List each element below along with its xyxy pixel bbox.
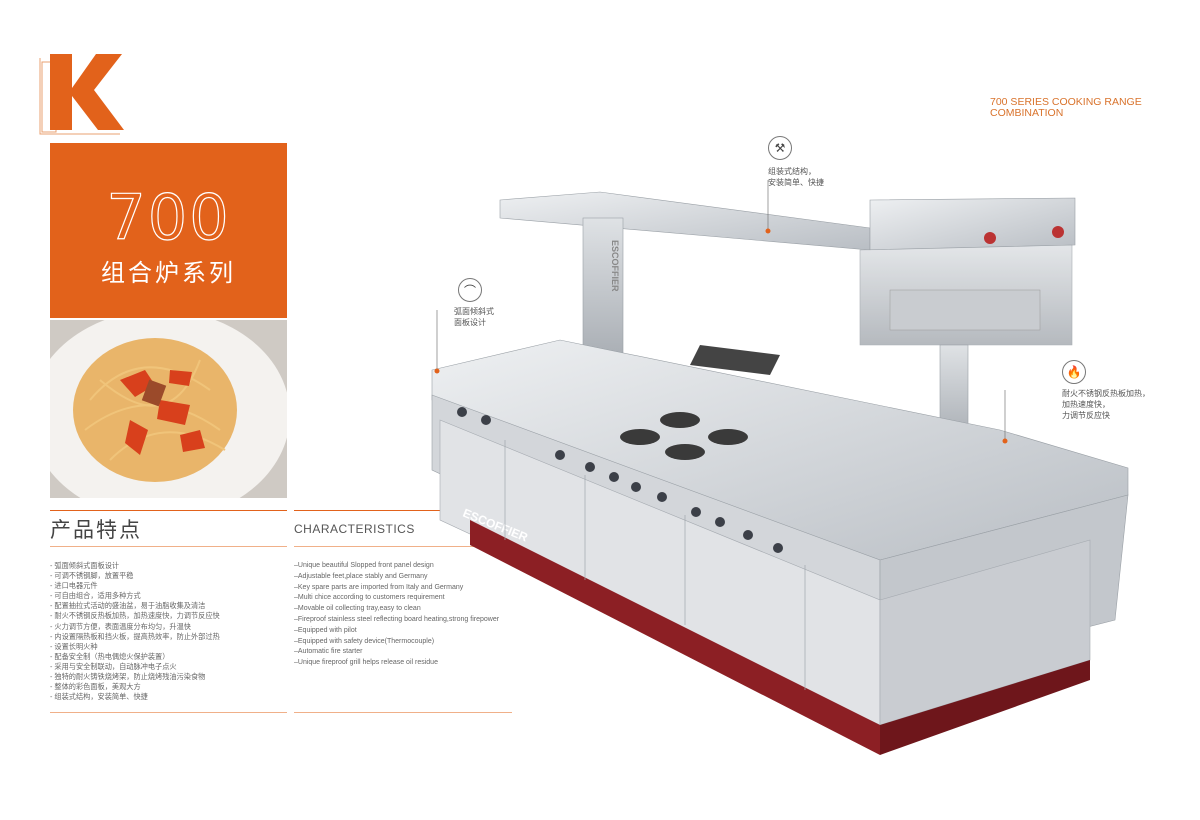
divider (294, 546, 512, 547)
cooking-range-illustration: ESCOFFIER ESCOFFIER (431, 180, 1129, 755)
callout-line: 安装简单、快捷 (768, 178, 824, 187)
features-heading: 产品特点 (50, 519, 142, 542)
callout-text: 耐火不锈钢反热板加热， 加热速度快， 力调节反应快 (1062, 388, 1150, 421)
callout-line: 面板设计 (454, 318, 486, 327)
feature-item: - 内设置隔热板和挡火板，提高热效率，防止外部过热 (50, 631, 220, 641)
callout-text: 组装式结构， 安装简单、快捷 (768, 166, 824, 188)
divider (50, 510, 287, 511)
series-banner: 700 组合炉系列 (50, 143, 287, 318)
callout-line: 耐火不锈钢反热板加热， (1062, 389, 1150, 398)
feature-item: –Unique fireproof grill helps release oi… (294, 659, 438, 667)
callout-panel: ⌒ 弧面倾斜式面板设计 (454, 278, 494, 328)
callout-line: 弧面倾斜式 (454, 307, 494, 316)
flame-icon: 🔥 (1062, 360, 1086, 384)
brand-logo (39, 54, 124, 135)
feature-item: - 组装式结构，安装简单、快捷 (50, 692, 148, 702)
divider (50, 546, 287, 547)
feature-item: - 配备安全制（热电偶熄火保护装置） (50, 651, 170, 661)
callout-line: 组装式结构， (768, 167, 816, 176)
callout-heating: 🔥 耐火不锈钢反热板加热， 加热速度快， 力调节反应快 (1062, 360, 1150, 421)
feature-item: –Equipped with safety device(Thermocoupl… (294, 637, 435, 645)
feature-item: –Fireproof stainless steel reflecting bo… (294, 615, 500, 623)
feature-item: - 进口电器元件 (50, 581, 98, 591)
feature-item: –Adjustable feet,place stably and German… (294, 572, 428, 580)
divider (50, 712, 287, 713)
series-title-line: COMBINATION (990, 107, 1064, 119)
feature-item: - 可自由组合，适用多种方式 (50, 591, 141, 601)
banner-subtitle: 组合炉系列 (101, 260, 236, 287)
brand-vertical: ESCOFFIER (610, 240, 620, 292)
characteristics-heading: CHARACTERISTICS (294, 522, 415, 536)
wrench-icon: ⚒ (768, 136, 792, 160)
series-title: 700 SERIES COOKING RANGE COMBINATION (990, 97, 1142, 119)
feature-item: –Key spare parts are imported from Italy… (294, 583, 464, 591)
feature-item: –Equipped with pilot (294, 626, 357, 634)
features-list-en: –Unique beautiful Slopped front panel de… (294, 561, 499, 669)
feature-item: - 耐火不锈钢反热板加热，加热速度快，力调节反应快 (50, 611, 220, 621)
feature-item: - 独特的耐火铸铁烧烤架，防止烧烤残油污染食物 (50, 672, 206, 682)
feature-item: –Movable oil collecting tray,easy to cle… (294, 605, 421, 613)
banner-number: 700 (106, 181, 231, 254)
callout-line: 加热速度快， (1062, 400, 1110, 409)
pasta-photo (50, 320, 287, 498)
curve-icon: ⌒ (458, 278, 482, 302)
feature-item: - 可调不锈钢脚，放置平稳 (50, 571, 134, 581)
feature-item: - 弧面倾斜式面板设计 (50, 561, 120, 570)
callout-text: 弧面倾斜式面板设计 (454, 306, 494, 328)
feature-item: –Automatic fire starter (294, 648, 363, 656)
feature-item: –Unique beautiful Slopped front panel de… (294, 562, 434, 569)
feature-item: –Multi chice according to customers requ… (294, 594, 445, 602)
feature-item: - 火力调节方便，表面温度分布均匀，升温快 (50, 621, 191, 631)
feature-item: - 配置抽拉式活动的盛油盆，易于油脂收集及清洁 (50, 601, 206, 611)
feature-item: - 设置长明火种 (50, 641, 98, 651)
divider (294, 510, 512, 511)
divider (294, 712, 512, 713)
callout-line: 力调节反应快 (1062, 411, 1110, 420)
feature-item: - 采用与安全制联动，自动脉冲电子点火 (50, 661, 177, 671)
features-list-cn: - 弧面倾斜式面板设计- 可调不锈钢脚，放置平稳- 进口电器元件- 可自由组合，… (50, 561, 220, 702)
feature-item: - 整体的彩色面板，美观大方 (50, 682, 141, 692)
callout-assembly: ⚒ 组装式结构， 安装简单、快捷 (768, 136, 824, 188)
series-title-line: 700 SERIES COOKING RANGE (990, 96, 1142, 108)
